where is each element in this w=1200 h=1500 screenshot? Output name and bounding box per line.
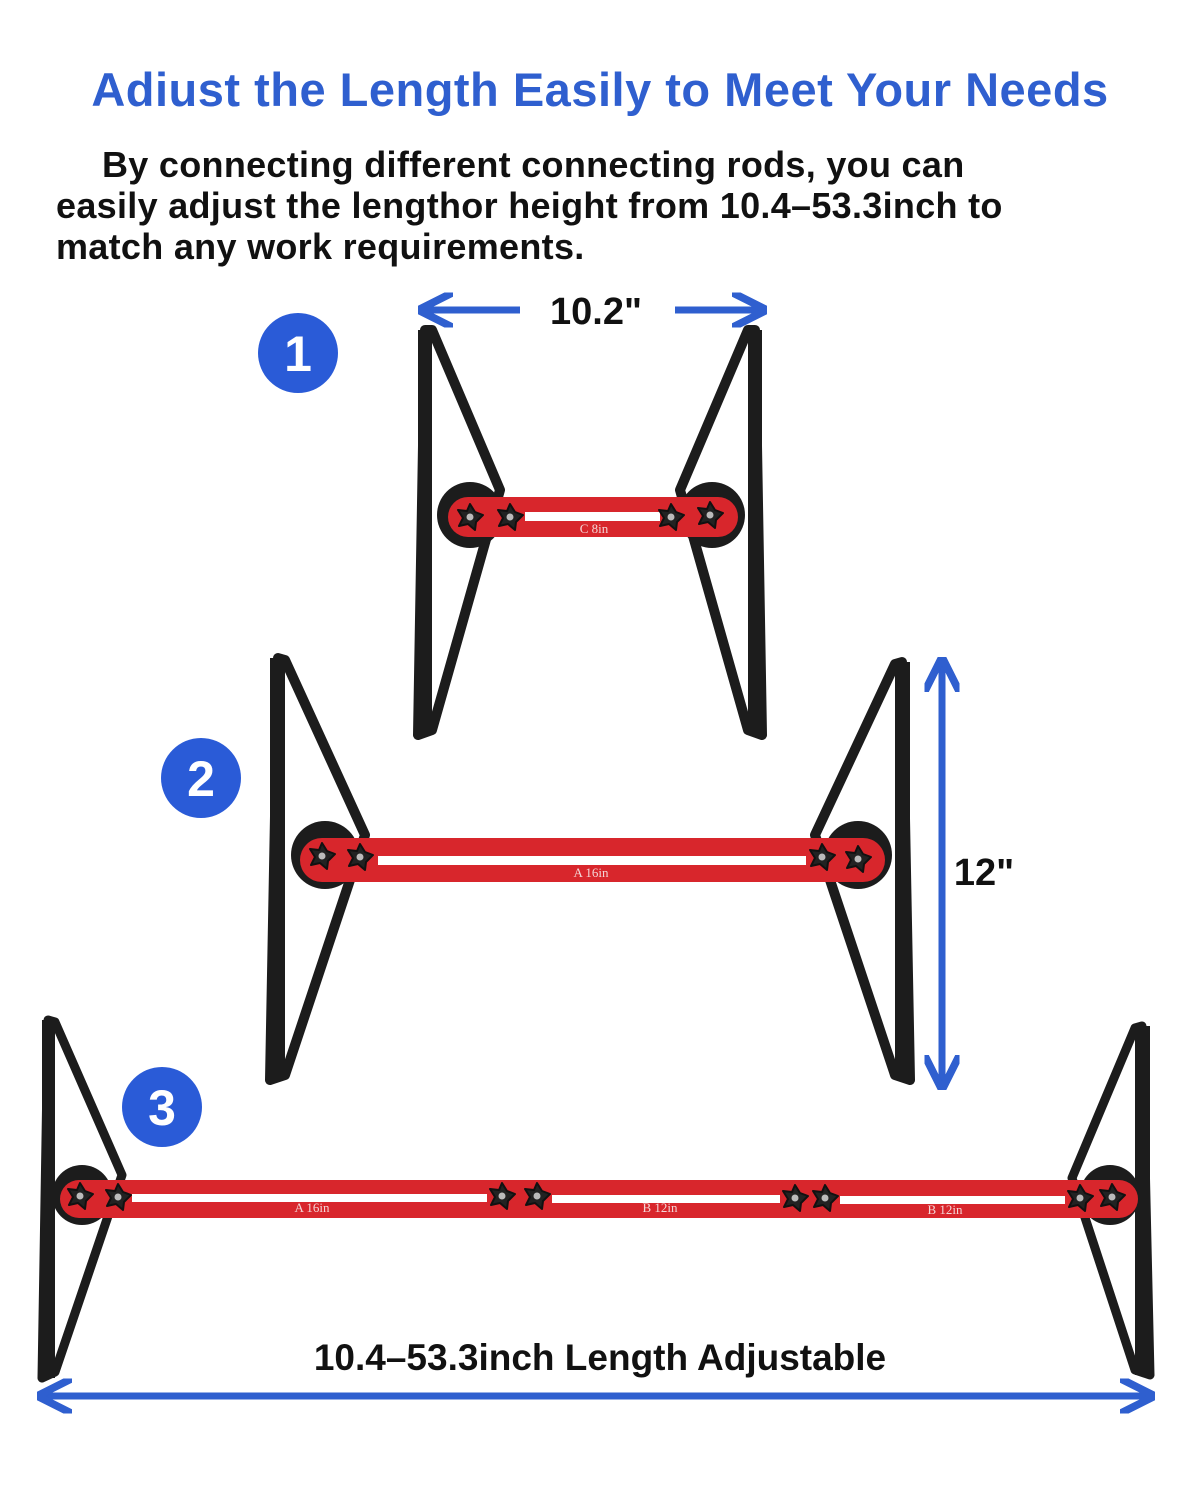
description: By connecting different connecting rods,…	[56, 144, 1176, 267]
description-line: match any work requirements.	[56, 226, 585, 267]
rod-slot	[840, 1196, 1065, 1204]
rod-label: A 16in	[573, 865, 609, 880]
config-2: 2 A 16in 12"	[161, 653, 1020, 1083]
config-3: 3 A 16in B 12in B 12in	[37, 1015, 1155, 1383]
ruler-edge	[270, 658, 285, 1080]
rod-label: B 12in	[927, 1202, 963, 1217]
rod-slot	[132, 1194, 487, 1202]
ruler-edge	[895, 662, 910, 1080]
step-number: 2	[187, 751, 215, 807]
ruler-edge	[748, 330, 762, 735]
step-number: 3	[148, 1080, 176, 1136]
description-line: By connecting different connecting rods,…	[102, 144, 965, 185]
width-label: 10.2"	[550, 291, 642, 333]
ruler-edge	[42, 1020, 55, 1378]
ruler-edge	[1135, 1026, 1150, 1375]
rod-slot	[525, 512, 660, 521]
height-label: 12"	[954, 852, 1014, 894]
step-badge-2	[161, 738, 241, 818]
ruler-edge	[418, 330, 432, 735]
step-number: 1	[284, 326, 312, 382]
rod-label: A 16in	[294, 1200, 330, 1215]
step-badge-1	[258, 313, 338, 393]
rod-slot	[552, 1195, 780, 1203]
config-1: 1 10.2" C 8in	[258, 291, 767, 740]
step-badge-3	[122, 1067, 202, 1147]
label-backdrop	[950, 845, 1020, 895]
rod-label: B 12in	[642, 1200, 678, 1215]
rod-slot	[378, 856, 806, 865]
length-label: 10.4–53.3inch Length Adjustable	[314, 1337, 886, 1378]
description-line: easily adjust the lengthor height from 1…	[56, 185, 1003, 226]
headline: Adiust the Length Easily to Meet Your Ne…	[91, 63, 1109, 116]
rod-label: C 8in	[580, 521, 609, 536]
